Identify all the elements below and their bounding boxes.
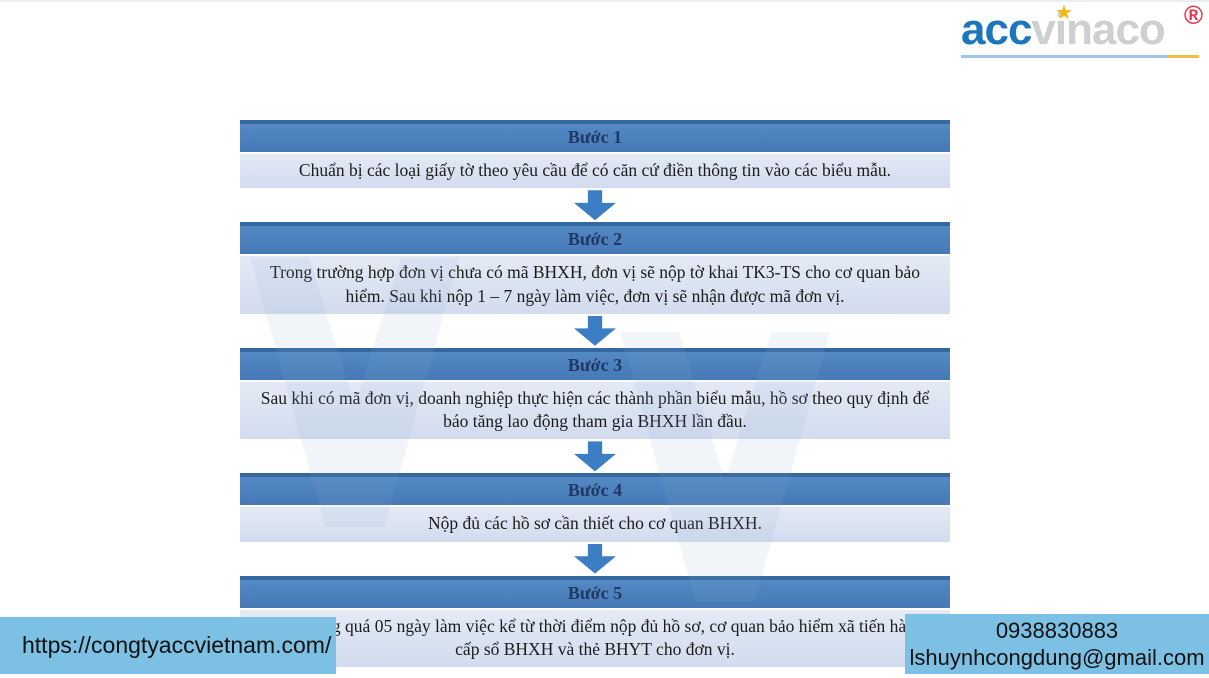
star-icon: ★ bbox=[1055, 2, 1073, 24]
step-3-block: Bước 3 Sau khi có mã đơn vị, doanh nghiệ… bbox=[240, 347, 950, 440]
brand-logo: ★ ® accvinaco bbox=[961, 2, 1203, 58]
step-2-title: Bước 2 bbox=[240, 222, 950, 255]
phone-number: 0938830883 bbox=[995, 617, 1119, 643]
brand-wordmark: accvinaco bbox=[961, 8, 1199, 52]
step-5-block: Bước 5 Sau không quá 05 ngày làm việc kể… bbox=[240, 575, 950, 668]
step-1-description: Chuẩn bị các loại giấy tờ theo yêu cầu đ… bbox=[240, 154, 950, 189]
flow-arrow-2 bbox=[240, 314, 950, 348]
website-url[interactable]: https://congtyaccvietnam.com/ bbox=[22, 632, 332, 658]
step-4-description: Nộp đủ các hồ sơ cần thiết cho cơ quan B… bbox=[240, 507, 950, 542]
contact-banner: 0938830883 lshuynhcongdung@gmail.com bbox=[905, 614, 1209, 674]
step-4-title: Bước 4 bbox=[240, 473, 950, 506]
step-1-title: Bước 1 bbox=[240, 120, 950, 152]
email-address: lshuynhcongdung@gmail.com bbox=[909, 645, 1205, 670]
step-2-block: Bước 2 Trong trường hợp đơn vị chưa có m… bbox=[240, 222, 950, 314]
down-arrow-icon bbox=[574, 543, 616, 574]
registered-trademark-icon: ® bbox=[1183, 0, 1203, 30]
step-5-title: Bước 5 bbox=[240, 575, 950, 608]
step-4-block: Bước 4 Nộp đủ các hồ sơ cần thiết cho cơ… bbox=[240, 473, 950, 542]
process-flow-diagram: Bước 1 Chuẩn bị các loại giấy tờ theo yê… bbox=[240, 120, 950, 668]
flow-arrow-4 bbox=[240, 542, 950, 576]
brand-vinaco-text: vinaco bbox=[1031, 5, 1165, 54]
logo-underline bbox=[961, 55, 1199, 58]
step-3-description: Sau khi có mã đơn vị, doanh nghiệp thực … bbox=[240, 381, 950, 440]
brand-acc-text: acc bbox=[961, 5, 1032, 54]
step-2-description: Trong trường hợp đơn vị chưa có mã BHXH,… bbox=[240, 256, 950, 314]
flow-arrow-3 bbox=[240, 439, 950, 473]
down-arrow-icon bbox=[574, 441, 616, 472]
step-5-description: Sau không quá 05 ngày làm việc kể từ thờ… bbox=[240, 609, 950, 668]
step-3-title: Bước 3 bbox=[240, 347, 950, 380]
down-arrow-icon bbox=[574, 190, 616, 221]
down-arrow-icon bbox=[574, 315, 616, 346]
website-banner: https://congtyaccvietnam.com/ bbox=[0, 617, 336, 674]
step-1-block: Bước 1 Chuẩn bị các loại giấy tờ theo yê… bbox=[240, 120, 950, 189]
flow-arrow-1 bbox=[240, 188, 950, 222]
